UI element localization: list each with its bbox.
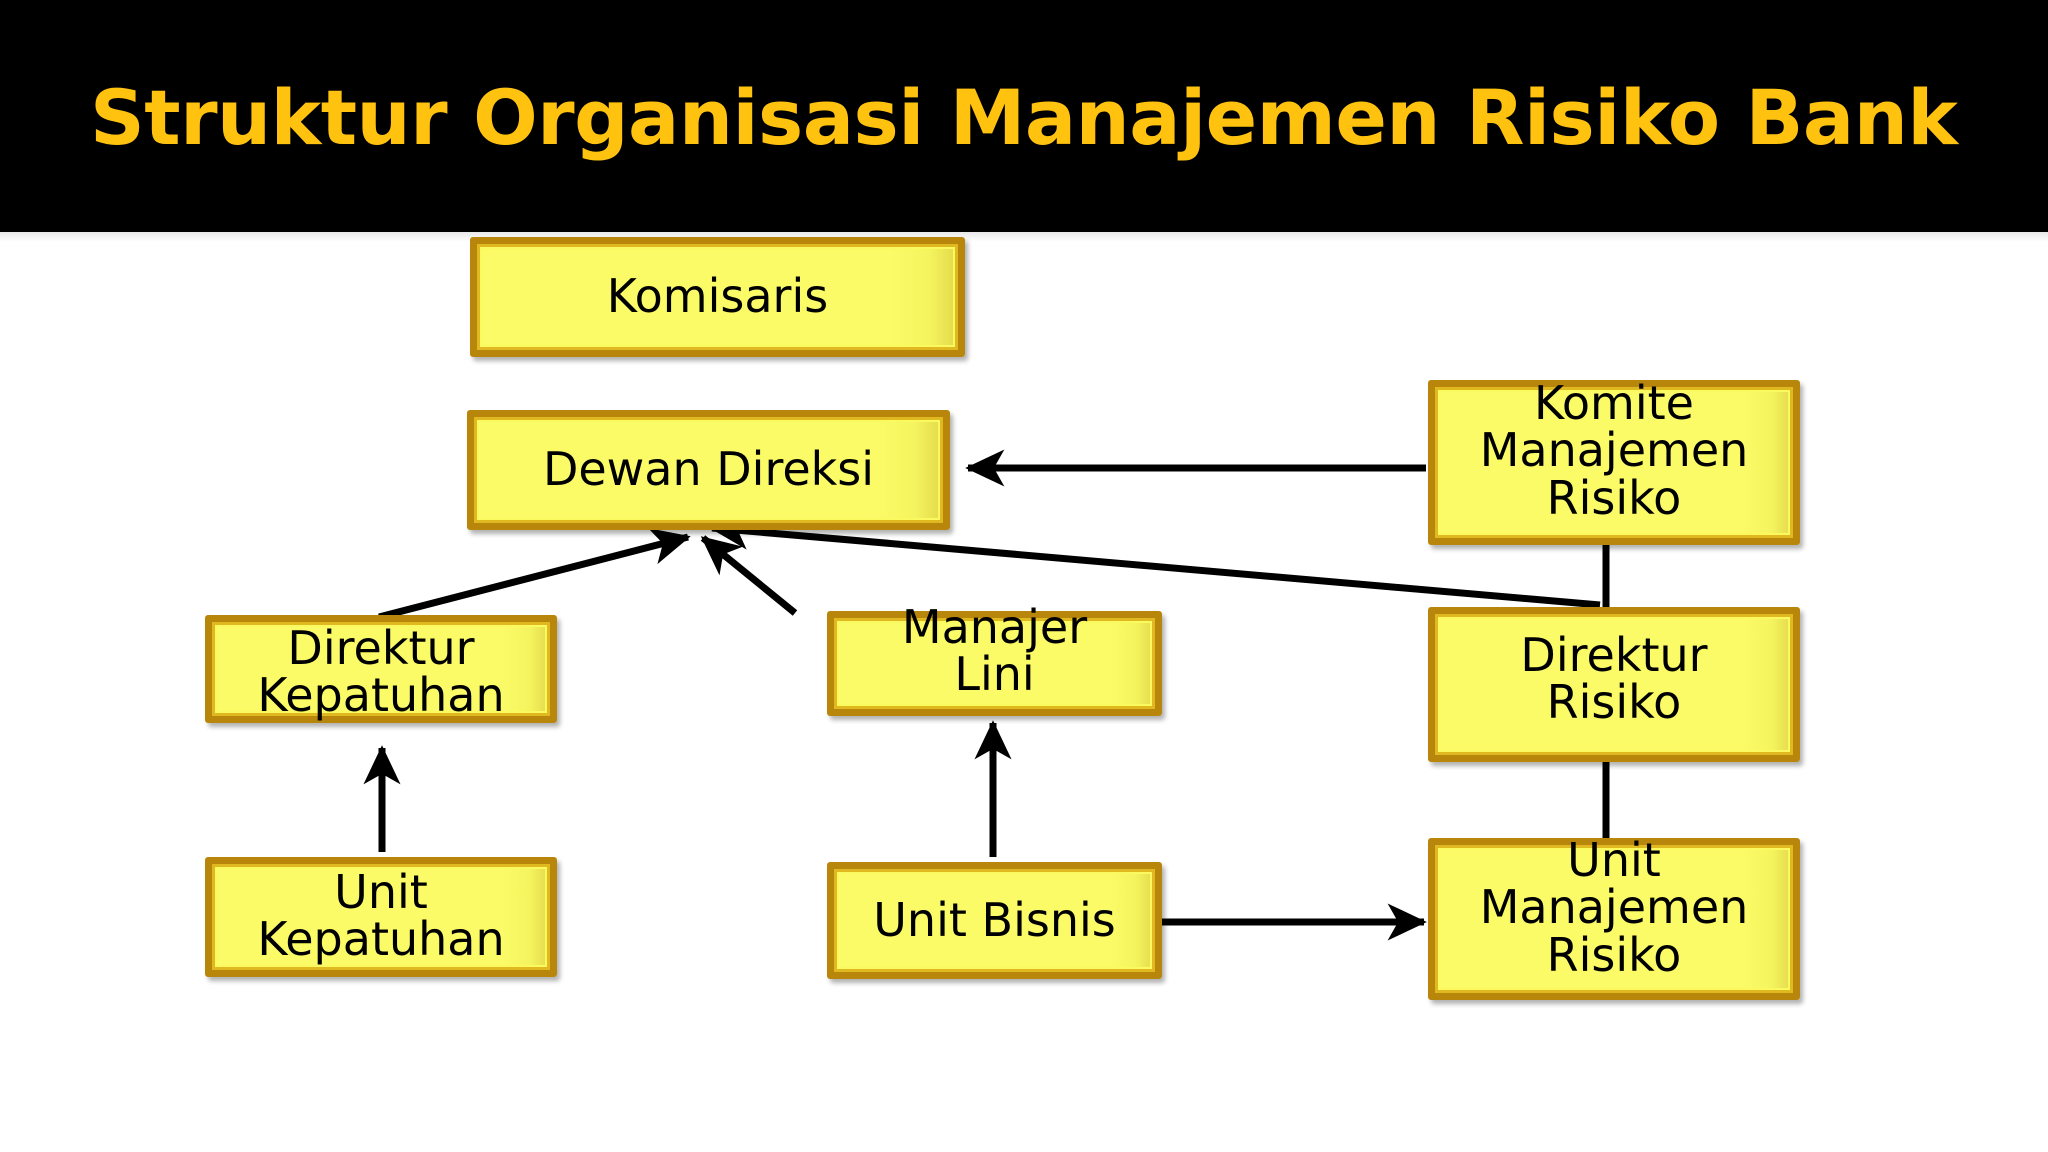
node-unit-kepatuhan-label: Unit Kepatuhan xyxy=(257,865,505,967)
node-direktur-kepatuhan[interactable]: Direktur Kepatuhan xyxy=(205,615,557,723)
node-manajer-lini[interactable]: Manajer Lini xyxy=(827,603,1162,716)
edge-manajer-lini-to-dewan-direksi xyxy=(700,535,798,616)
node-manajer-lini-label: Manajer Lini xyxy=(901,600,1088,702)
node-dewan-direksi[interactable]: Dewan Direksi xyxy=(467,410,950,530)
node-direktur-risiko-label: Direktur Risiko xyxy=(1520,628,1708,730)
node-unit-bisnis-label: Unit Bisnis xyxy=(873,892,1116,947)
title-banner-underline xyxy=(0,232,2048,242)
node-komite-manajemen-risiko-label: Komite Manajemen Risiko xyxy=(1479,376,1749,525)
node-unit-manajemen-risiko[interactable]: Unit Manajemen Risiko xyxy=(1428,833,1800,1000)
edge-direktur-kepatuhan-to-dewan-direksi xyxy=(378,528,691,621)
node-komisaris-label: Komisaris xyxy=(606,269,829,324)
node-komite-manajemen-risiko[interactable]: Komite Manajemen Risiko xyxy=(1428,376,1800,545)
node-direktur-kepatuhan-label: Direktur Kepatuhan xyxy=(257,621,505,723)
node-unit-bisnis[interactable]: Unit Bisnis xyxy=(827,862,1162,979)
title-banner xyxy=(0,0,2048,232)
node-unit-kepatuhan[interactable]: Unit Kepatuhan xyxy=(205,857,557,977)
node-komisaris[interactable]: Komisaris xyxy=(470,237,965,357)
node-direktur-risiko[interactable]: Direktur Risiko xyxy=(1428,607,1800,762)
node-dewan-direksi-label: Dewan Direksi xyxy=(542,442,875,497)
node-unit-manajemen-risiko-label: Unit Manajemen Risiko xyxy=(1479,833,1749,982)
page-title: Struktur Organisasi Manajemen Risiko Ban… xyxy=(90,73,1958,162)
